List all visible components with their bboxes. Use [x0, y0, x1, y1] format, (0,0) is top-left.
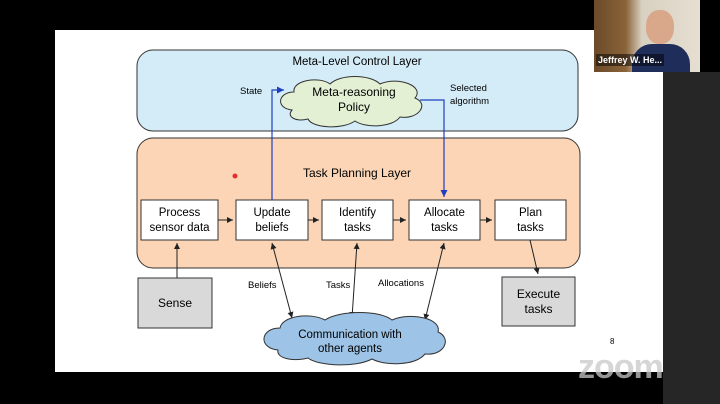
- selected-label-1: Selected: [450, 83, 487, 94]
- communication-label-1: Communication with: [298, 329, 402, 341]
- page-number: 8: [610, 337, 615, 346]
- communication-cloud: [263, 312, 446, 366]
- meta-layer-title: Meta-Level Control Layer: [292, 56, 421, 68]
- svg-text:beliefs: beliefs: [255, 222, 288, 234]
- allocations-label: Allocations: [378, 278, 424, 289]
- svg-text:tasks: tasks: [517, 222, 544, 234]
- participant-name: Jeffrey W. He...: [596, 54, 665, 66]
- step-allocate-tasks: Allocate tasks: [408, 199, 481, 241]
- side-panel: [663, 72, 720, 404]
- policy-label-1: Meta-reasoning: [312, 85, 395, 99]
- participant-video[interactable]: Jeffrey W. He...: [594, 0, 700, 72]
- svg-text:Plan: Plan: [519, 207, 542, 219]
- svg-text:tasks: tasks: [524, 302, 552, 316]
- svg-text:Update: Update: [253, 207, 290, 219]
- svg-text:tasks: tasks: [344, 222, 371, 234]
- svg-text:tasks: tasks: [431, 222, 458, 234]
- communication-label-2: other agents: [318, 343, 382, 355]
- svg-text:Allocate: Allocate: [424, 207, 465, 219]
- step-identify-tasks: Identify tasks: [321, 199, 394, 241]
- tasks-label: Tasks: [326, 280, 351, 291]
- selected-label-2: algorithm: [450, 96, 489, 107]
- svg-text:Execute: Execute: [517, 287, 561, 301]
- svg-text:Process: Process: [159, 207, 201, 219]
- svg-text:Sense: Sense: [158, 296, 192, 310]
- presentation-slide: Meta-Level Control Layer Meta-reasoning …: [55, 30, 663, 372]
- participant-face: [646, 10, 674, 44]
- zoom-watermark: zoom: [578, 348, 664, 386]
- state-label: State: [240, 86, 262, 97]
- step-plan-tasks: Plan tasks: [494, 199, 567, 241]
- policy-cloud: [280, 76, 423, 128]
- step-update-beliefs: Update beliefs: [235, 199, 309, 241]
- svg-text:sensor data: sensor data: [149, 222, 210, 234]
- task-layer-title: Task Planning Layer: [303, 166, 411, 180]
- step-process-sensor-data: Process sensor data: [140, 199, 219, 241]
- sense-box: Sense: [137, 277, 213, 329]
- svg-text:Identify: Identify: [339, 207, 376, 219]
- execute-tasks-box: Execute tasks: [501, 276, 576, 327]
- laser-pointer: [232, 173, 238, 179]
- architecture-diagram: Meta-Level Control Layer Meta-reasoning …: [136, 49, 615, 366]
- beliefs-label: Beliefs: [248, 280, 277, 291]
- policy-label-2: Policy: [338, 100, 370, 114]
